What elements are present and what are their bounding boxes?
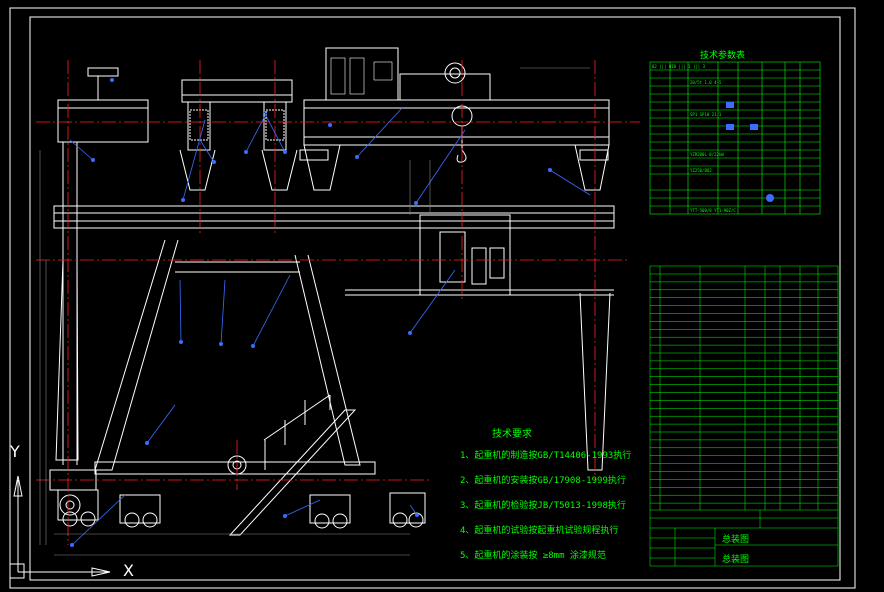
svg-text:02 ||| 010 ||| 1 ||| 3: 02 ||| 010 ||| 1 ||| 3: [652, 64, 706, 69]
control-cabinet: [330, 57, 393, 95]
dimension-lines: [39, 67, 590, 556]
inner-frame: [29, 16, 841, 581]
parameter-table-marks: [726, 102, 774, 202]
note-5: 5、起重机的涂装按 ≥8mm 涂漆规范: [460, 551, 606, 561]
leader-dots: [70, 78, 552, 547]
parts-list-rows: [650, 273, 838, 504]
center-lines: [36, 60, 640, 545]
outer-frame: [9, 7, 856, 589]
parameter-table-text: 02 ||| 010 ||| 1 ||| 3 20/5t 1.0 4-5 SP1…: [652, 64, 736, 213]
parameter-table: [649, 61, 821, 215]
x-axis-label: X: [123, 561, 134, 580]
notes-title: 技术要求: [492, 429, 532, 440]
wheel-groups: [57, 489, 426, 529]
note-1: 1、起重机的制造按GB/T14406-1993执行: [460, 451, 632, 461]
svg-text:YTT-500/8 YT1-90Z/C: YTT-500/8 YT1-90Z/C: [690, 208, 736, 213]
parameter-table-title: 技术参数表: [700, 51, 746, 61]
y-axis-label: Y: [10, 442, 20, 461]
leader-lines: [69, 107, 591, 546]
note-4: 4、起重机的试验按起重机试验规程执行: [460, 526, 619, 536]
ucs-axis: [9, 475, 111, 579]
title-block-drawing-no: 总装图: [722, 555, 750, 565]
svg-text:SP1 SP10 21.1: SP1 SP10 21.1: [690, 112, 722, 117]
main-girder: [299, 47, 610, 191]
side-view: [49, 67, 149, 516]
trolley-top: [179, 79, 298, 191]
technical-notes: 技术要求 1、起重机的制造按GB/T14406-1993执行 2、起重机的安装按…: [460, 425, 631, 573]
svg-text:YZ250/BQ2: YZ250/BQ2: [690, 168, 712, 173]
note-2: 2、起重机的安装按GB/17908-1999执行: [460, 476, 626, 486]
svg-text:20/5t 1.0 4-5: 20/5t 1.0 4-5: [690, 80, 722, 85]
title-block: [650, 509, 838, 566]
note-3: 3、起重机的检验按JB/T5013-1998执行: [460, 501, 626, 511]
svg-text:YZR200L-8/22kW: YZR200L-8/22kW: [690, 152, 724, 157]
title-block-name: 总装图: [722, 535, 750, 545]
